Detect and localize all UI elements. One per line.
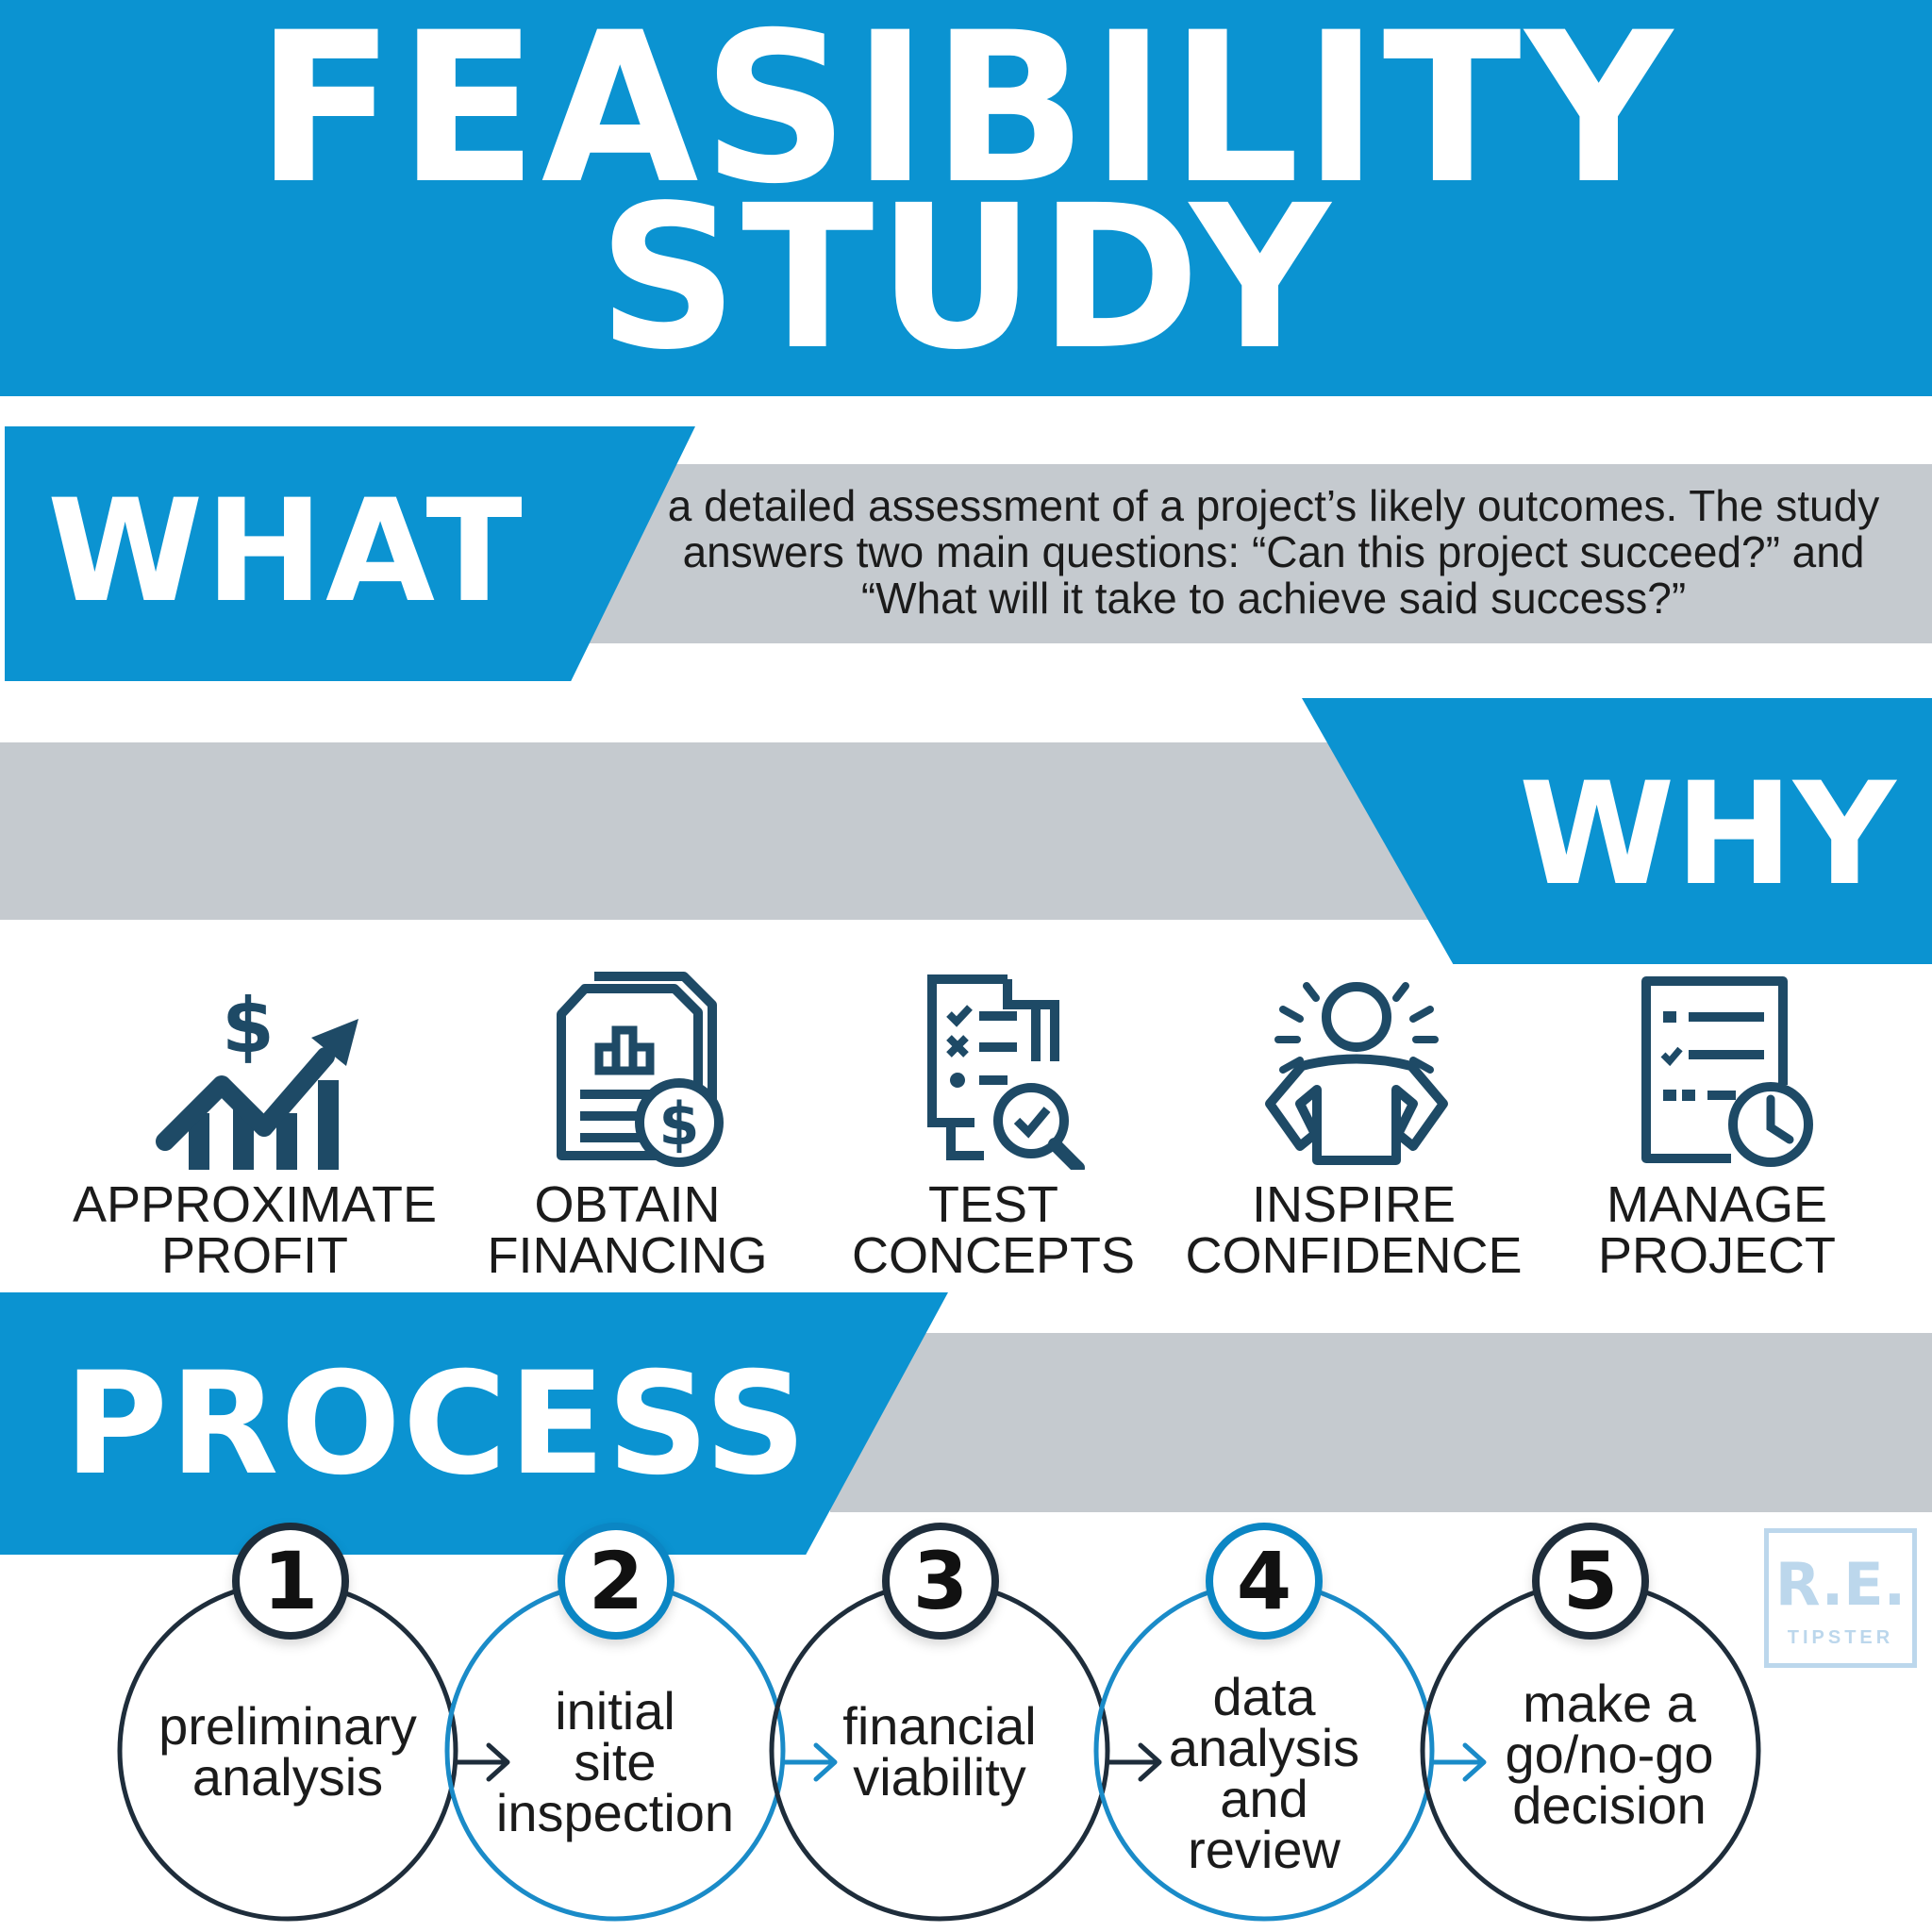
step-2-number: 2	[558, 1523, 675, 1640]
benefit-label: OBTAIN FINANCING	[487, 1176, 768, 1284]
checklist-magnifier-icon	[927, 974, 1085, 1170]
what-blue-banner	[5, 426, 695, 681]
step-5-number: 5	[1532, 1523, 1649, 1640]
step-4-number: 4	[1206, 1523, 1323, 1640]
arrow-right-icon	[1107, 1742, 1162, 1782]
step-3-label: financial viability	[842, 1696, 1037, 1807]
why-gray-band	[0, 742, 1472, 920]
benefit-obtain-financing: $ OBTAIN FINANCING	[439, 972, 816, 1292]
step-1-number: 1	[232, 1523, 349, 1640]
title-line-1: FEASIBILITY	[256, 0, 1676, 229]
title-line-2: STUDY	[597, 162, 1335, 393]
svg-text:$: $	[658, 1090, 699, 1158]
benefit-approximate-profit: $ APPROXIMATE PROFIT	[66, 972, 443, 1292]
arrow-right-icon	[782, 1742, 838, 1782]
benefit-label: INSPIRE CONFIDENCE	[1185, 1176, 1523, 1284]
profit-chart-icon: $	[156, 982, 358, 1170]
title-banner: FEASIBILITY STUDY	[0, 0, 1932, 396]
step-2-label: initial site inspection	[495, 1681, 735, 1842]
confident-person-icon	[1265, 982, 1448, 1165]
step-4-label: data analysis and review	[1168, 1667, 1360, 1879]
financing-document-icon: $	[557, 972, 724, 1167]
logo-sub-text: TIPSTER	[1787, 1627, 1894, 1648]
what-gray-band	[566, 464, 1932, 643]
benefit-label: MANAGE PROJECT	[1597, 1176, 1837, 1284]
benefit-label: TEST CONCEPTS	[851, 1176, 1136, 1284]
benefit-label: APPROXIMATE PROFIT	[72, 1176, 438, 1284]
arrow-right-icon	[455, 1742, 510, 1782]
benefit-test-concepts: TEST CONCEPTS	[805, 972, 1182, 1292]
step-5-label: make a go/no-go decision	[1505, 1674, 1714, 1835]
why-heading: WHY	[1519, 753, 1896, 917]
process-blue-banner	[0, 1292, 948, 1555]
benefit-inspire-confidence: INSPIRE CONFIDENCE	[1165, 972, 1542, 1292]
what-description: a detailed assessment of a project’s lik…	[667, 481, 1880, 623]
step-1-label: preliminary analysis	[158, 1696, 417, 1807]
benefit-manage-project: MANAGE PROJECT	[1528, 972, 1906, 1292]
process-heading: PROCESS	[64, 1342, 808, 1507]
arrow-right-icon	[1431, 1742, 1487, 1782]
step-3-number: 3	[882, 1523, 999, 1640]
logo-main-text: R.E.	[1774, 1550, 1907, 1619]
re-tipster-logo: R.E. TIPSTER	[1764, 1528, 1917, 1668]
process-gray-band	[830, 1333, 1932, 1512]
project-schedule-icon	[1641, 976, 1813, 1167]
svg-text:$: $	[222, 982, 275, 1070]
what-heading: WHAT	[47, 470, 525, 634]
